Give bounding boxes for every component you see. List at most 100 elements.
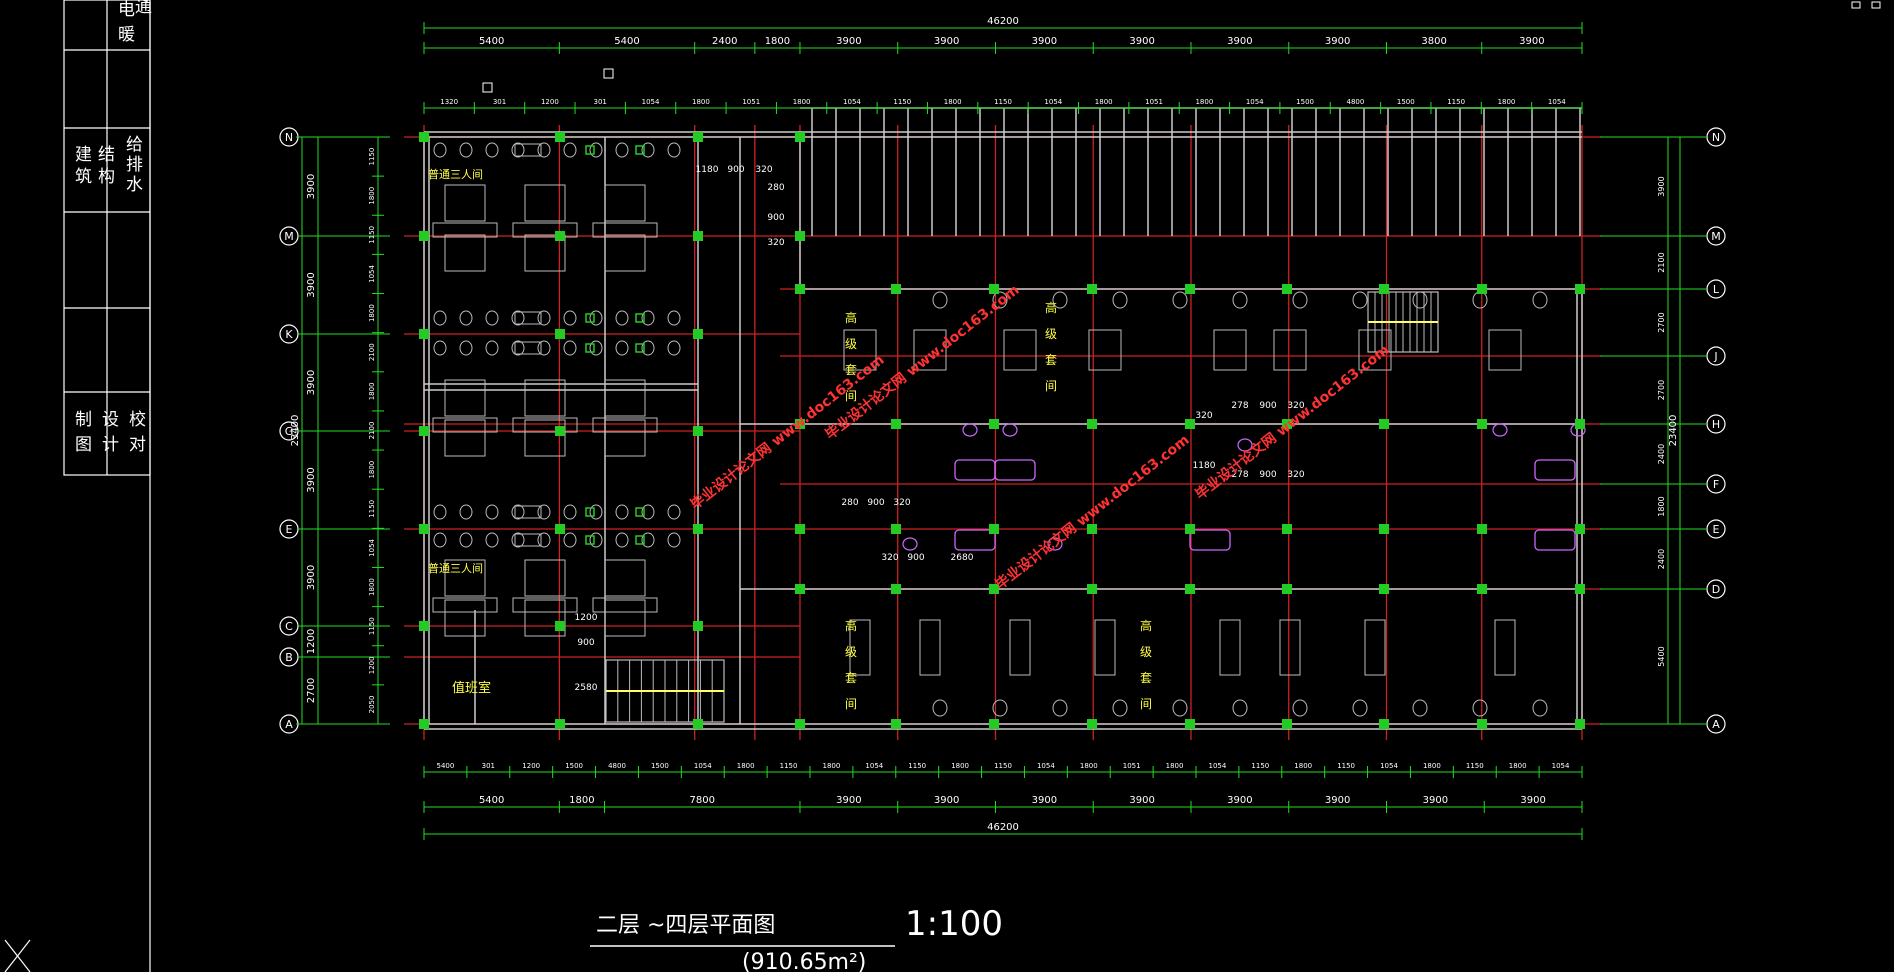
fixture — [511, 340, 525, 356]
fixture — [667, 504, 681, 520]
fixture — [641, 504, 655, 520]
room-label-deluxe-suite: 套 — [1045, 353, 1057, 367]
room-label-deluxe-suite: 套 — [845, 363, 857, 377]
fixture — [485, 142, 499, 158]
title-block-role: 校 — [129, 410, 146, 430]
bed — [604, 379, 646, 417]
suite-chair — [1232, 291, 1248, 309]
dim-inner-label: 280 — [841, 498, 858, 508]
desk — [432, 597, 498, 613]
dim-bottom-detail-label: 1054 — [1037, 762, 1055, 770]
column — [419, 621, 429, 631]
dim-top-detail-label: 1800 — [1195, 98, 1213, 106]
grid-bubble-label: E — [1713, 523, 1720, 536]
grid-bubble-label: A — [285, 718, 293, 731]
restore-icon[interactable] — [1871, 1, 1881, 9]
dim-left-detail-label: 2050 — [368, 696, 376, 714]
tub — [514, 311, 542, 325]
dim-top-detail-label: 1200 — [541, 98, 559, 106]
fixture — [615, 532, 629, 548]
basin — [1047, 537, 1063, 551]
suite-chair — [1052, 291, 1068, 309]
column — [419, 426, 429, 436]
dim-bottom-detail-label: 1150 — [908, 762, 926, 770]
title-block-discipline: 水 — [126, 175, 143, 195]
column — [1185, 584, 1195, 594]
fixture — [537, 340, 551, 356]
column — [1379, 719, 1389, 729]
grid-bubble-label: F — [1713, 478, 1719, 491]
column — [1575, 419, 1585, 429]
fixture — [589, 142, 603, 158]
bed — [524, 419, 566, 457]
title-block-discipline: 构 — [98, 167, 115, 187]
fixture — [485, 532, 499, 548]
dim-left-label: 1200 — [306, 629, 317, 654]
dim-left-label: 3900 — [306, 467, 317, 492]
dim-bottom-detail-label: 1800 — [737, 762, 755, 770]
dim-top-detail-label: 1054 — [642, 98, 660, 106]
wall-marker — [635, 507, 645, 517]
dim-top-detail-label: 301 — [594, 98, 607, 106]
column — [795, 584, 805, 594]
basin — [1237, 438, 1253, 452]
room-label-deluxe-suite: 级 — [1140, 645, 1152, 659]
dim-left-label: 3900 — [306, 174, 317, 199]
dim-left-detail-label: 1054 — [368, 265, 376, 283]
fixture — [511, 310, 525, 326]
room-label-deluxe-suite: 高 — [845, 310, 857, 325]
dim-bottom-detail-label: 1150 — [1466, 762, 1484, 770]
bathtub — [954, 529, 996, 551]
dim-top-bay-label: 2400 — [712, 36, 737, 47]
dim-bottom-detail-label: 5400 — [437, 762, 455, 770]
furniture-layer — [432, 68, 1586, 723]
dim-top-detail-label: 301 — [493, 98, 506, 106]
tub — [514, 505, 542, 519]
fixture — [511, 504, 525, 520]
dim-inner-label: 1200 — [575, 613, 598, 623]
tub — [514, 341, 542, 355]
room-label-deluxe-suite: 间 — [1045, 379, 1057, 393]
dim-top-detail-label: 1054 — [843, 98, 861, 106]
column — [1477, 524, 1487, 534]
fixture — [563, 340, 577, 356]
grid-bubble-label: A — [1712, 718, 1720, 731]
grid-bubble-label: L — [1713, 283, 1720, 296]
bed — [524, 234, 566, 272]
column — [1477, 419, 1487, 429]
column — [555, 426, 565, 436]
marker-square — [603, 68, 614, 79]
dim-top-detail-label: 1150 — [1447, 98, 1465, 106]
dim-top-detail-label: 1051 — [742, 98, 760, 106]
minimize-icon[interactable] — [1851, 1, 1861, 9]
title-block-discipline: 建 — [75, 145, 92, 165]
column — [795, 231, 805, 241]
column — [1575, 584, 1585, 594]
room-label-deluxe-suite: 间 — [845, 697, 857, 711]
dim-bottom-detail-label: 1800 — [1166, 762, 1184, 770]
grid-bubble-label: M — [1711, 230, 1721, 243]
dim-inner-label: 320 — [881, 553, 898, 563]
column — [693, 132, 703, 142]
dim-top-bay-label: 3900 — [934, 36, 959, 47]
fixture — [615, 340, 629, 356]
fixture — [667, 142, 681, 158]
grid-bubble-label: N — [285, 131, 293, 144]
dim-inner-label: 1180 — [696, 165, 719, 175]
wall-marker — [635, 313, 645, 323]
room-label-deluxe-suite: 套 — [1140, 671, 1152, 685]
dim-bottom-detail-label: 1800 — [1509, 762, 1527, 770]
dim-bottom-detail-label: 1054 — [865, 762, 883, 770]
fixture — [615, 142, 629, 158]
dim-left-detail-label: 1800 — [368, 304, 376, 322]
window-controls[interactable] — [1851, 1, 1881, 9]
column — [795, 132, 805, 142]
fixture — [589, 532, 603, 548]
dim-bottom-detail-label: 1500 — [565, 762, 583, 770]
suite-wardrobe — [919, 619, 941, 676]
fixture — [563, 504, 577, 520]
wall-marker — [635, 145, 645, 155]
